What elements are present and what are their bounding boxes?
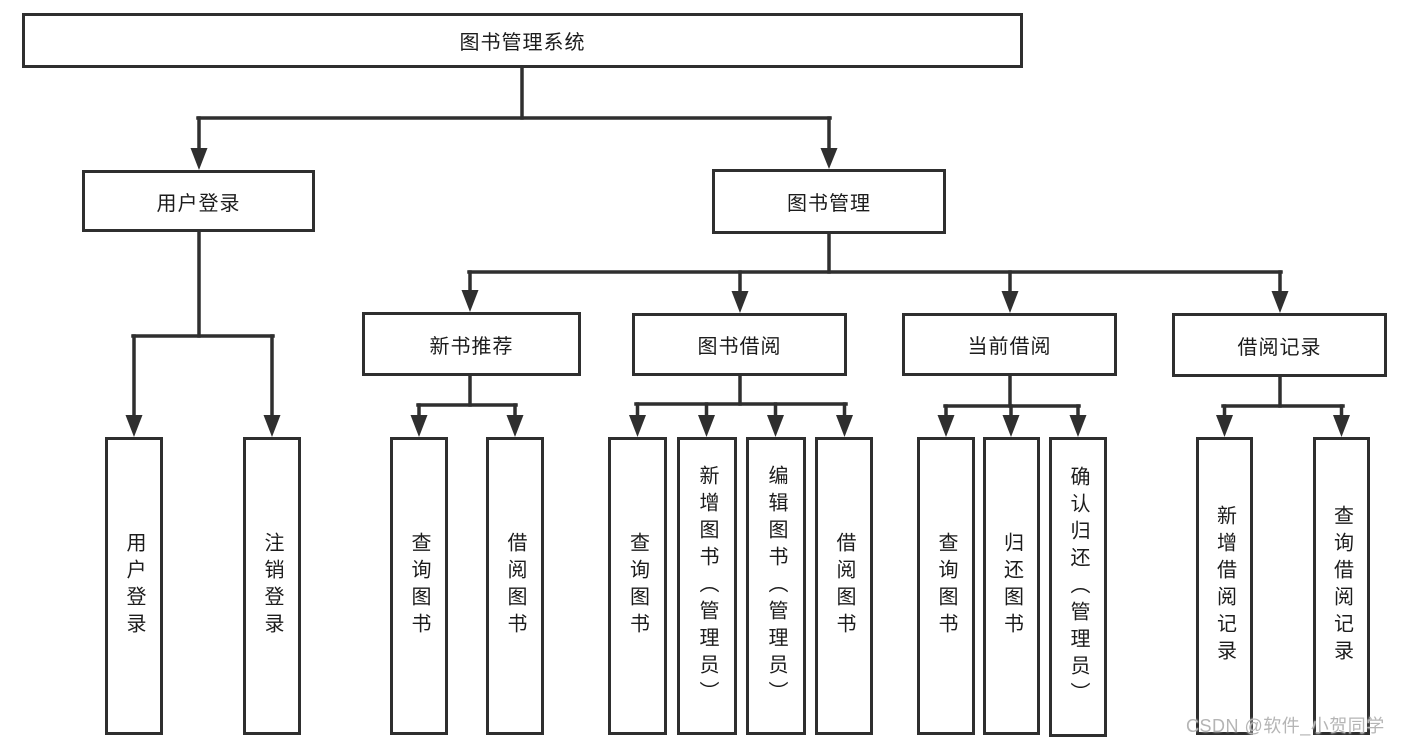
leaf-label: 确认归还（管理员） (1067, 465, 1089, 709)
leaf-user-login: 用户登录 (105, 437, 163, 735)
node-current: 当前借阅 (902, 313, 1117, 376)
node-borrow: 图书借阅 (632, 313, 847, 376)
leaf-label: 编辑图书（管理员） (765, 464, 787, 708)
node-root: 图书管理系统 (22, 13, 1023, 68)
connector-root-to-level2 (190, 64, 838, 170)
leaf-label: 查询图书 (626, 532, 649, 640)
node-records-label: 借阅记录 (1237, 336, 1322, 359)
node-book-mgmt: 图书管理 (712, 169, 946, 234)
node-current-label: 当前借阅 (967, 336, 1052, 358)
leaf-borrow-edit-admin: 编辑图书（管理员） (746, 437, 806, 735)
csdn-watermark: CSDN @软件_小贺同学 (1186, 716, 1385, 736)
connector-borrow-children (629, 373, 853, 437)
leaf-borrow-book: 借阅图书 (815, 437, 873, 735)
leaf-records-query: 查询借阅记录 (1313, 437, 1370, 735)
connector-current-children (937, 373, 1087, 437)
leaf-current-query: 查询图书 (917, 437, 975, 735)
leaf-new-book-borrow: 借阅图书 (486, 437, 544, 735)
node-root-label: 图书管理系统 (459, 32, 586, 54)
leaf-new-book-query: 查询图书 (390, 437, 448, 735)
node-records: 借阅记录 (1172, 313, 1387, 377)
node-user-login-label: 用户登录 (156, 192, 241, 215)
leaf-label: 新增借阅记录 (1213, 505, 1236, 667)
leaf-label: 用户登录 (123, 532, 145, 640)
leaf-logout: 注销登录 (243, 437, 301, 735)
leaf-current-confirm-admin: 确认归还（管理员） (1049, 437, 1107, 737)
node-user-login: 用户登录 (82, 170, 315, 232)
connector-book-mgmt-children (461, 230, 1289, 313)
node-new-book-label: 新书推荐 (429, 335, 514, 358)
leaf-label: 注销登录 (261, 532, 283, 640)
leaf-label: 查询图书 (935, 532, 957, 640)
node-book-mgmt-label: 图书管理 (787, 193, 871, 215)
connector-new-book-children (410, 373, 524, 437)
connector-user-login-children (125, 228, 281, 437)
leaf-label: 归还图书 (1000, 532, 1023, 640)
leaf-label: 借阅图书 (504, 532, 526, 640)
leaf-label: 查询借阅记录 (1330, 505, 1353, 667)
node-borrow-label: 图书借阅 (697, 336, 782, 358)
leaf-label: 借阅图书 (833, 532, 855, 640)
connector-records-children (1216, 374, 1350, 437)
node-new-book: 新书推荐 (362, 312, 581, 376)
leaf-records-add: 新增借阅记录 (1196, 437, 1253, 735)
leaf-borrow-add-admin: 新增图书（管理员） (677, 437, 737, 735)
leaf-current-return: 归还图书 (983, 437, 1040, 735)
leaf-label: 新增图书（管理员） (696, 464, 718, 708)
leaf-label: 查询图书 (408, 532, 430, 640)
leaf-borrow-query: 查询图书 (608, 437, 667, 735)
